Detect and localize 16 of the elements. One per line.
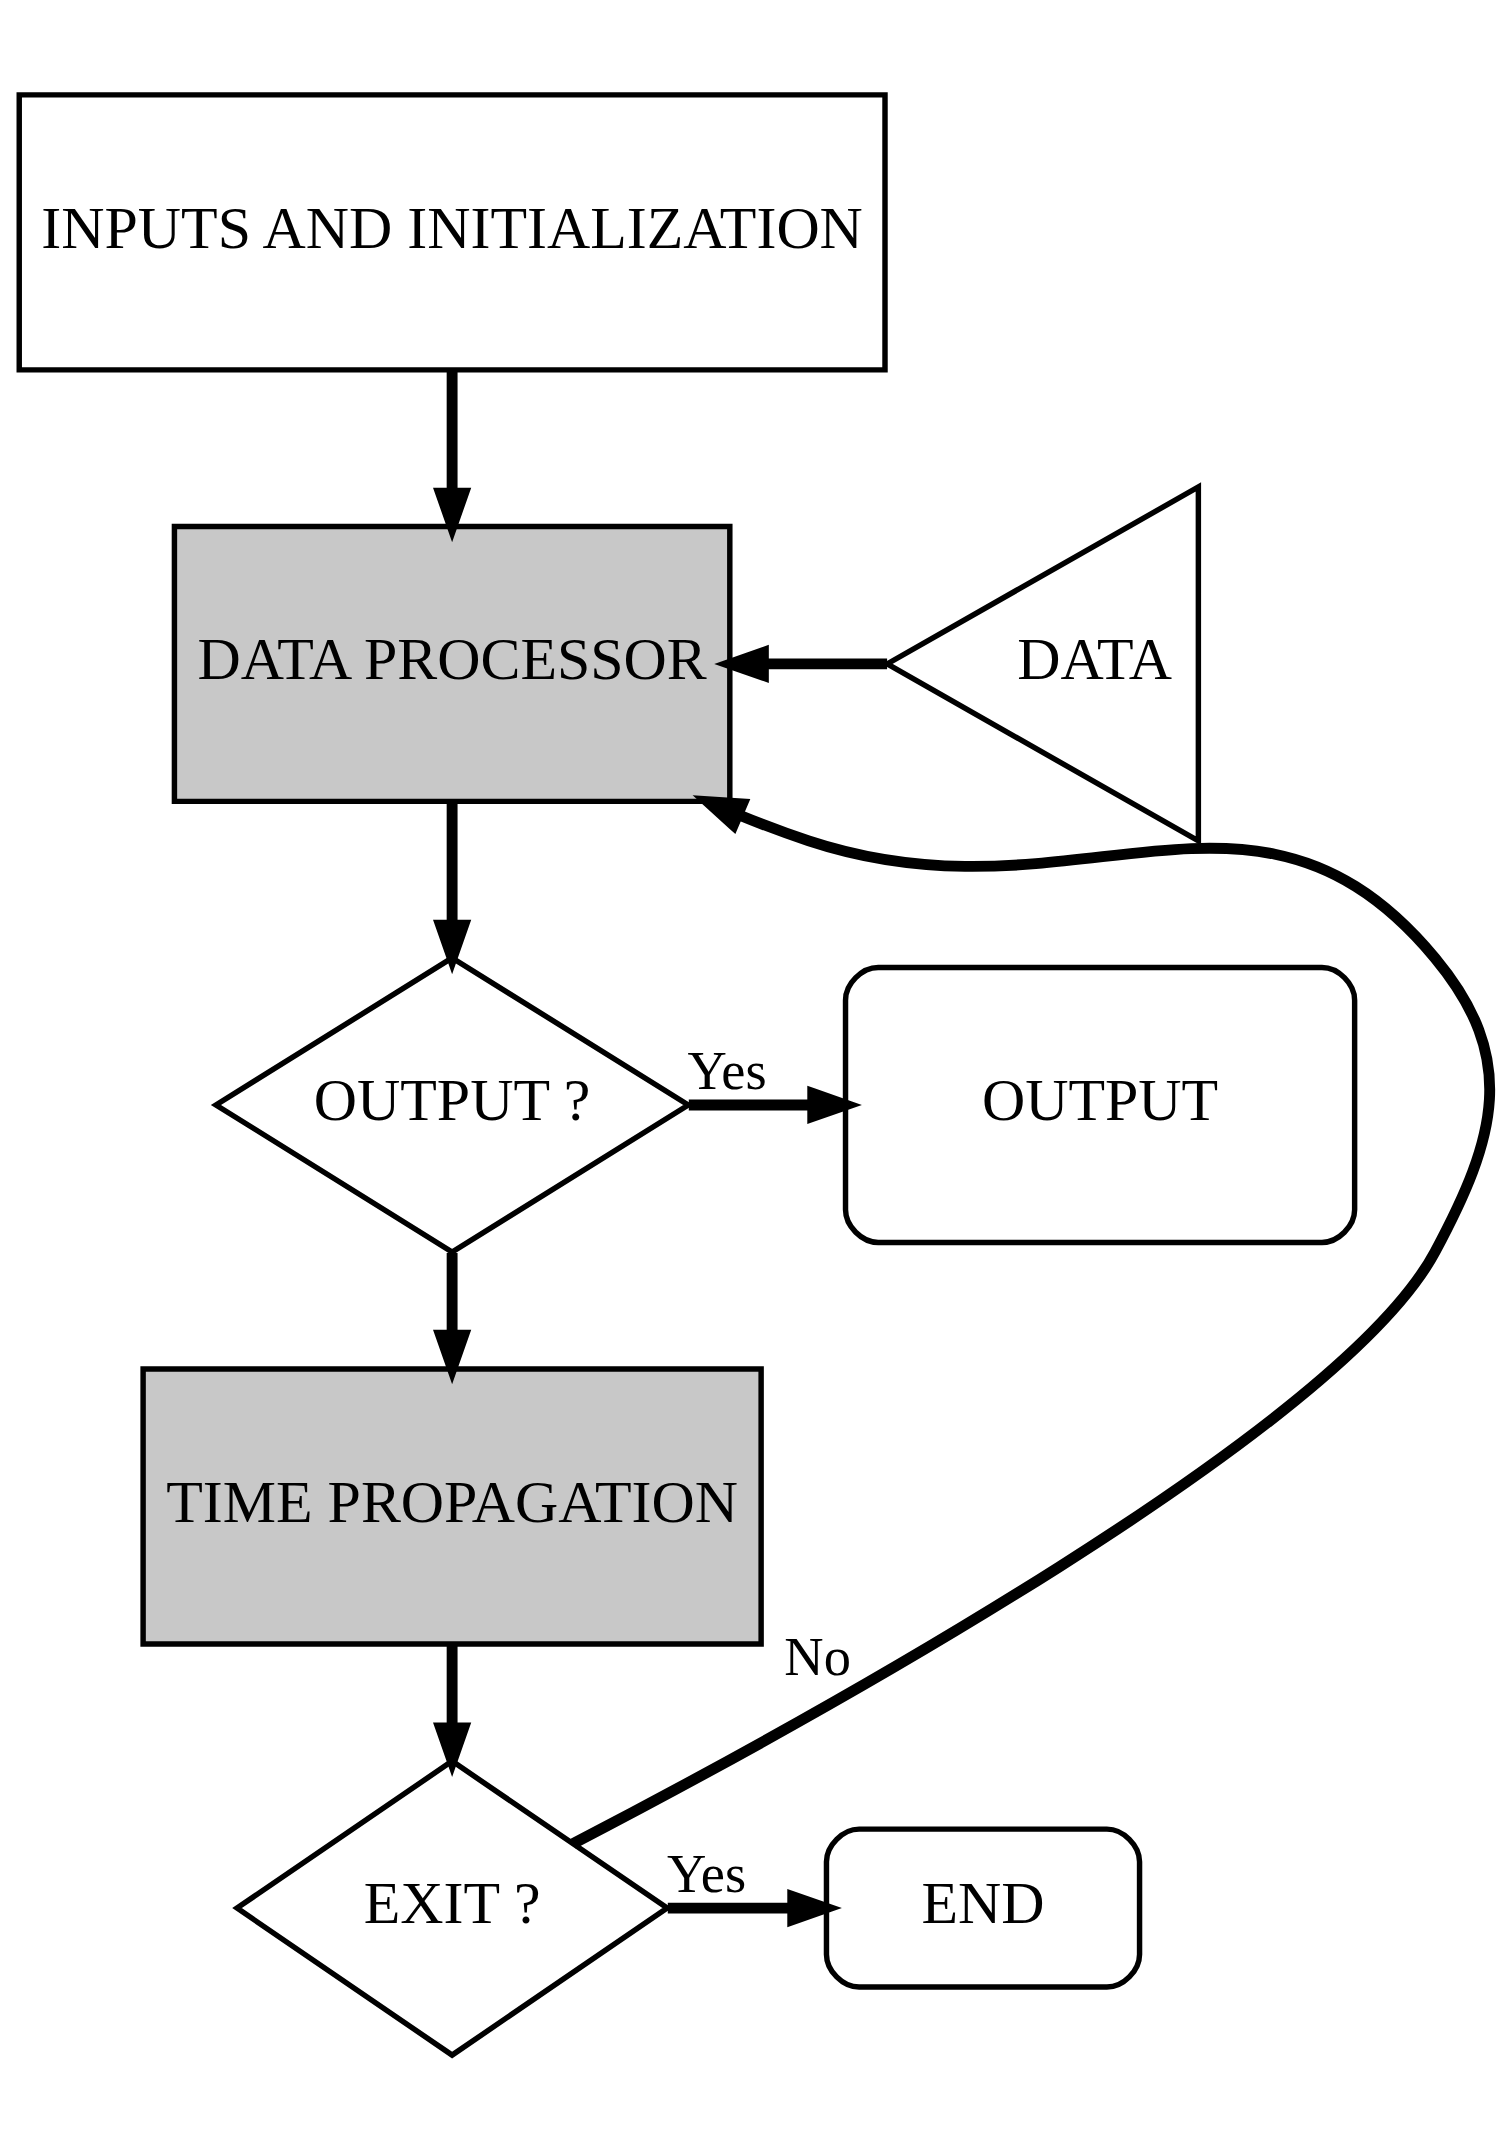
edge-label: No bbox=[784, 1625, 851, 1687]
arrow bbox=[433, 801, 472, 974]
node-box: END bbox=[823, 1825, 1143, 1990]
node-box: TIME PROPAGATION bbox=[140, 1365, 764, 1647]
arrow bbox=[433, 369, 472, 542]
arrow bbox=[433, 1252, 472, 1384]
arrow bbox=[688, 1085, 862, 1124]
arrow bbox=[433, 1643, 472, 1777]
node-box: OUTPUT bbox=[842, 964, 1358, 1245]
node-box: INPUTS AND INITIALIZATION bbox=[16, 91, 888, 373]
arrow bbox=[714, 644, 888, 683]
arrow bbox=[570, 794, 1495, 1848]
edge-label: Yes bbox=[687, 1039, 767, 1101]
node-box: DATA PROCESSOR bbox=[171, 523, 733, 804]
edge-label: Yes bbox=[667, 1842, 747, 1904]
arrow bbox=[667, 1888, 842, 1927]
